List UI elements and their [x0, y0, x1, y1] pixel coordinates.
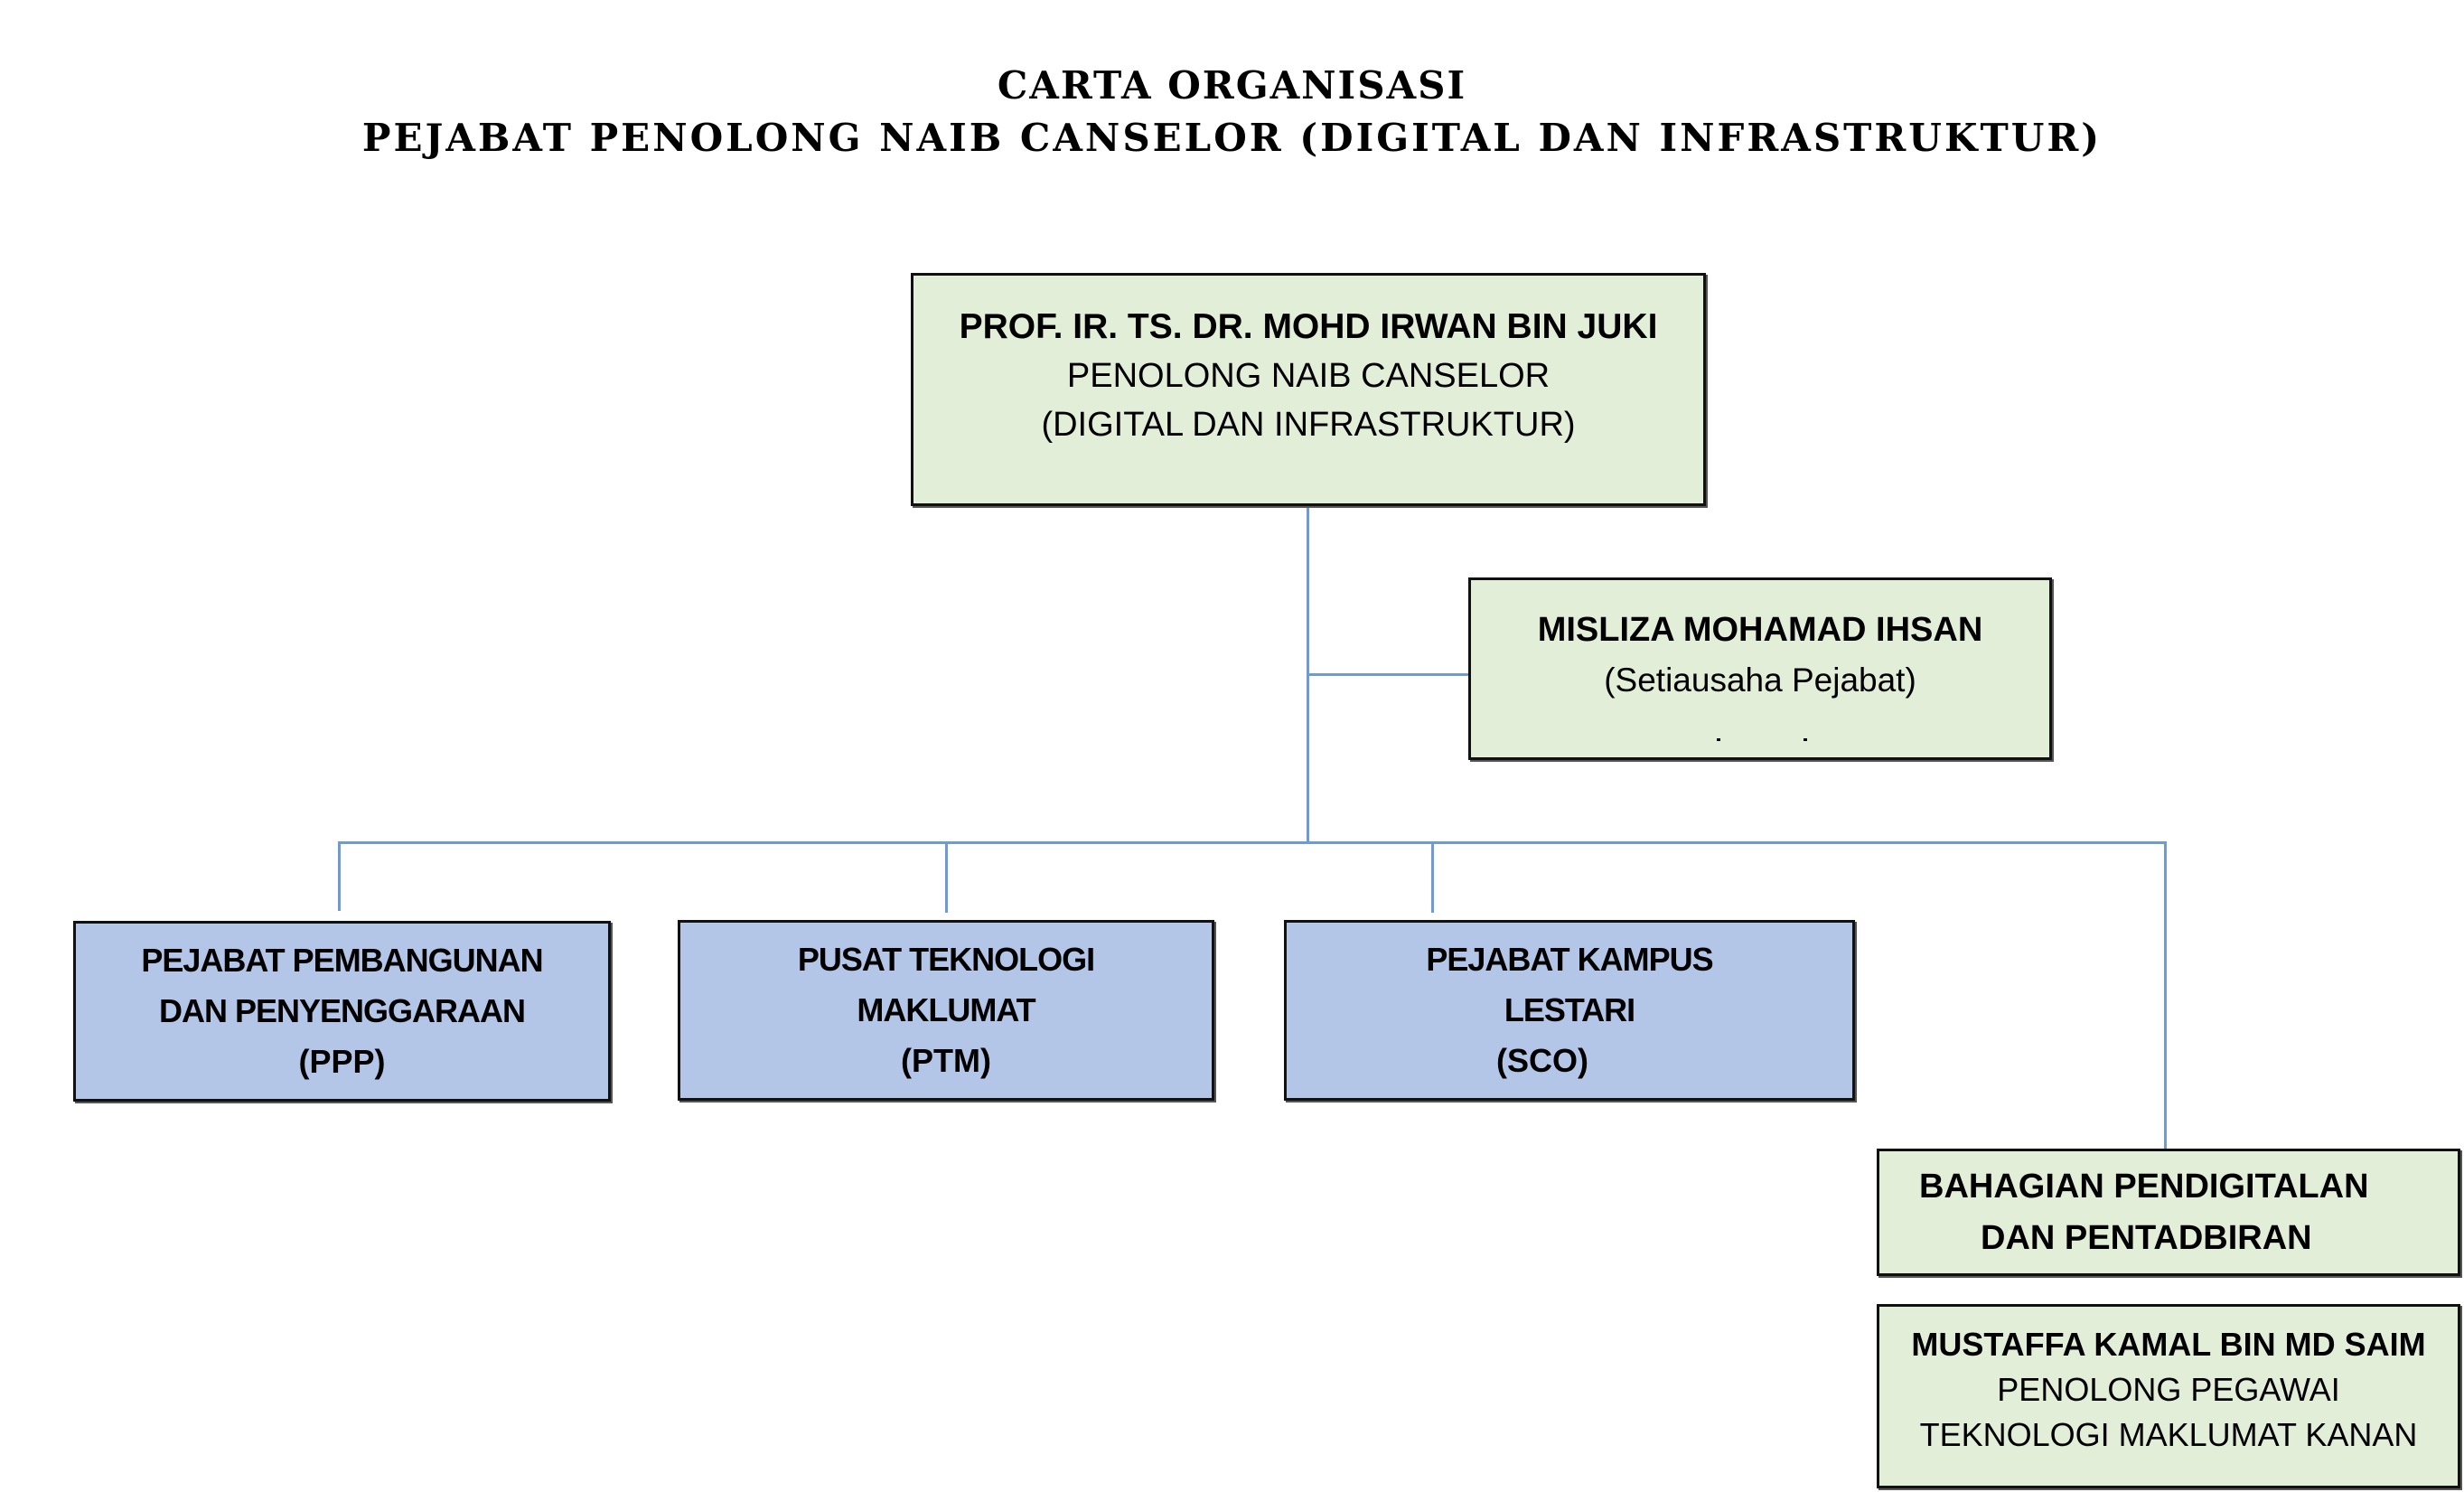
connector-secretary-branch: [1307, 673, 1470, 676]
secretary-name: MISLIZA MOHAMAD IHSAN: [1537, 611, 1983, 649]
division-box: BAHAGIAN PENDIGITALAN DAN PENTADBIRAN: [1877, 1149, 2460, 1276]
head-name: PROF. IR. TS. DR. MOHD IRWAN BIN JUKI: [959, 307, 1658, 346]
division-label-line1: BAHAGIAN PENDIGITALAN: [1919, 1167, 2369, 1206]
connector-main-bar: [338, 841, 2167, 844]
unit-label-line3: (SCO): [1496, 1042, 1588, 1079]
officer-position-line1: PENOLONG PEGAWAI: [1997, 1371, 2340, 1408]
connector-ptm: [945, 844, 948, 913]
unit-label-line3: (PPP): [298, 1043, 386, 1080]
unit-label-line1: PEJABAT KAMPUS: [1426, 941, 1713, 978]
secretary-box: MISLIZA MOHAMAD IHSAN (Setiausaha Pejaba…: [1468, 577, 2052, 760]
unit-box-ptm: PUSAT TEKNOLOGI MAKLUMAT (PTM): [678, 920, 1214, 1101]
unit-label-line3: (PTM): [901, 1042, 991, 1079]
connector-ppp: [338, 844, 341, 911]
officer-name: MUSTAFFA KAMAL BIN MD SAIM: [1911, 1326, 2426, 1363]
chart-title: CARTA ORGANISASI: [997, 63, 1467, 108]
head-position-line2: (DIGITAL DAN INFRASTRUKTUR): [1041, 406, 1576, 444]
unit-label-line2: MAKLUMAT: [857, 991, 1035, 1028]
unit-box-sco: PEJABAT KAMPUS LESTARI (SCO): [1284, 920, 1855, 1101]
division-label-line2: DAN PENTADBIRAN: [1981, 1218, 2312, 1257]
officer-position-line2: TEKNOLOGI MAKLUMAT KANAN: [1919, 1416, 2418, 1453]
chart-subtitle: PEJABAT PENOLONG NAIB CANSELOR (DIGITAL …: [361, 116, 2103, 160]
unit-label-line2: DAN PENYENGGARAAN: [158, 992, 526, 1029]
division-officer-box: MUSTAFFA KAMAL BIN MD SAIM PENOLONG PEGA…: [1877, 1304, 2460, 1488]
unit-label-line2: LESTARI: [1504, 991, 1635, 1028]
unit-box-ppp: PEJABAT PEMBANGUNAN DAN PENYENGGARAAN (P…: [73, 921, 611, 1102]
head-position-line1: PENOLONG NAIB CANSELOR: [1066, 357, 1551, 395]
connector-division: [2164, 841, 2167, 1150]
connector-sco: [1431, 844, 1434, 913]
unit-label-line1: PUSAT TEKNOLOGI: [797, 941, 1095, 978]
stray-mark: [1803, 738, 1807, 741]
head-box: PROF. IR. TS. DR. MOHD IRWAN BIN JUKI PE…: [911, 273, 1706, 506]
secretary-role: (Setiausaha Pejabat): [1604, 662, 1916, 699]
stray-mark: [1717, 738, 1720, 741]
unit-label-line1: PEJABAT PEMBANGUNAN: [141, 942, 543, 979]
